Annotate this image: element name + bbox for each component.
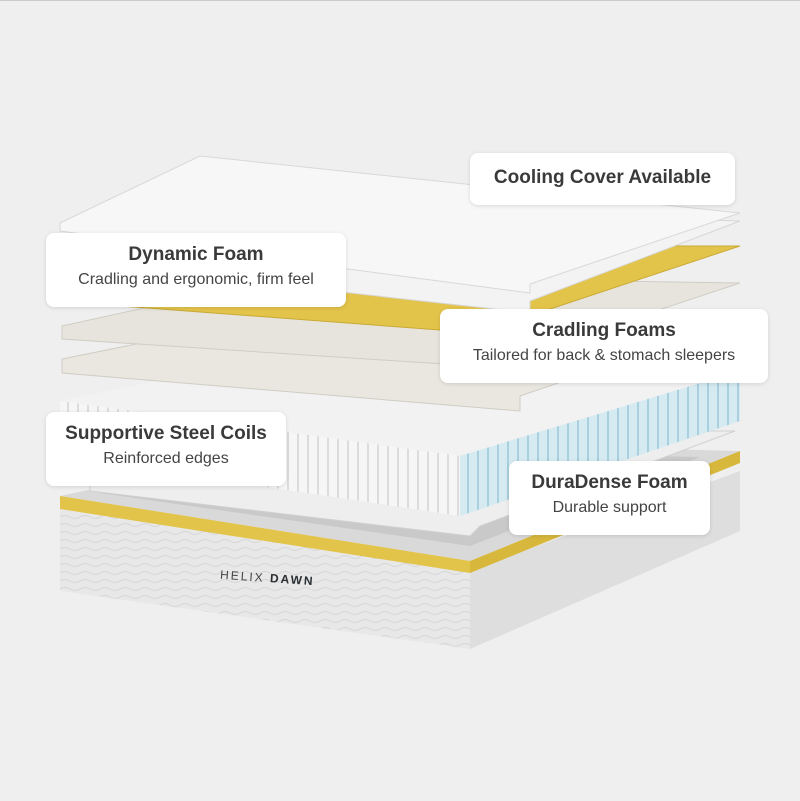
label-subtitle: Cradling and ergonomic, firm feel: [78, 271, 314, 288]
label-cooling-cover: Cooling Cover Available: [470, 153, 735, 205]
label-subtitle: Durable support: [552, 499, 667, 516]
label-title: DuraDense Foam: [531, 472, 688, 493]
label-steel-coils: Supportive Steel Coils Reinforced edges: [46, 412, 286, 486]
label-title: Supportive Steel Coils: [65, 423, 267, 444]
cooling-cover-layer: [59, 155, 741, 294]
label-subtitle: Tailored for back & stomach sleepers: [472, 347, 736, 364]
label-title: Dynamic Foam: [128, 244, 264, 265]
label-subtitle: Reinforced edges: [103, 450, 229, 467]
label-dynamic-foam: Dynamic Foam Cradling and ergonomic, fir…: [46, 233, 346, 307]
label-cradling-foams: Cradling Foams Tailored for back & stoma…: [440, 309, 768, 383]
label-title: Cradling Foams: [532, 320, 676, 341]
label-title: Cooling Cover Available: [493, 167, 712, 188]
label-duradense-foam: DuraDense Foam Durable support: [509, 461, 710, 535]
